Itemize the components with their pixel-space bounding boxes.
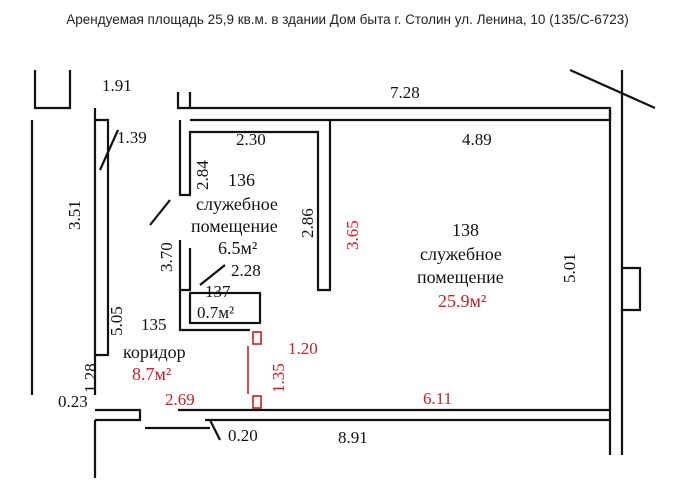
- dim-2-84: 2.84: [193, 160, 212, 190]
- wall-right-notch: [622, 266, 642, 312]
- room-135-number: 135: [141, 315, 167, 334]
- wall-left-diag: [98, 129, 120, 171]
- wall-bottom: [95, 408, 610, 422]
- diag-line: [569, 68, 656, 110]
- wall-left-corridor: [93, 108, 110, 357]
- room-138-name2: помещение: [417, 267, 504, 287]
- wall-stub: [176, 92, 192, 110]
- room-137-number: 137: [205, 282, 231, 301]
- dim-0-20: 0.20: [228, 426, 258, 445]
- room-138-name1: служебное: [420, 244, 502, 264]
- room137-box: [188, 291, 262, 325]
- dim-3-70: 3.70: [157, 242, 176, 272]
- dim-1-39: 1.39: [117, 128, 147, 147]
- dim-2-69: 2.69: [165, 390, 195, 409]
- wall-corridor-diag: [149, 199, 171, 226]
- door-marker-top: [252, 331, 262, 345]
- wall-left-outer: [30, 120, 97, 395]
- dim-6-11: 6.11: [423, 389, 452, 408]
- dim-3-65: 3.65: [343, 220, 362, 250]
- dim-4-89: 4.89: [462, 130, 492, 149]
- dim-1-20: 1.20: [288, 339, 318, 358]
- room-136-name1: служебное: [196, 194, 278, 214]
- dim-5-05: 5.05: [107, 306, 126, 336]
- dim-2-28: 2.28: [231, 261, 261, 280]
- room-136-name2: помещение: [191, 216, 278, 236]
- room-138-area: 25.9м²: [438, 291, 486, 311]
- room-138-number: 138: [452, 220, 479, 240]
- wall-right: [608, 70, 624, 455]
- wall-top-left: [33, 70, 72, 110]
- wall-bottom-diag: [209, 419, 221, 441]
- dim-3-51: 3.51: [65, 200, 84, 230]
- dim-5-01: 5.01: [560, 253, 579, 283]
- wall-top: [190, 106, 612, 122]
- dim-2-30: 2.30: [236, 130, 266, 149]
- door-marker-bottom: [252, 395, 262, 409]
- page-caption: Арендуемая площадь 25,9 кв.м. в здании Д…: [66, 12, 629, 27]
- room136-lower: [178, 240, 192, 292]
- dim-2-86: 2.86: [298, 208, 317, 238]
- dim-7-28: 7.28: [390, 83, 420, 102]
- room-135-area: 8.7м²: [132, 364, 171, 384]
- room-136-number: 136: [228, 170, 255, 190]
- dim-1-28: 1.28: [81, 363, 100, 393]
- room136-wall: [178, 120, 332, 292]
- room-135-name: коридор: [123, 342, 186, 362]
- dim-0-23: 0.23: [58, 392, 88, 411]
- room-137-area: 0.7м²: [197, 303, 234, 322]
- dim-1-35: 1.35: [269, 363, 288, 393]
- dim-8-91: 8.91: [338, 428, 368, 447]
- room-136-area: 6.5м²: [218, 238, 257, 258]
- room137-diag: [199, 264, 226, 286]
- dim-1-91: 1.91: [102, 76, 132, 95]
- wall-bottom-outer: [93, 420, 210, 478]
- room136-bottom: [178, 290, 250, 332]
